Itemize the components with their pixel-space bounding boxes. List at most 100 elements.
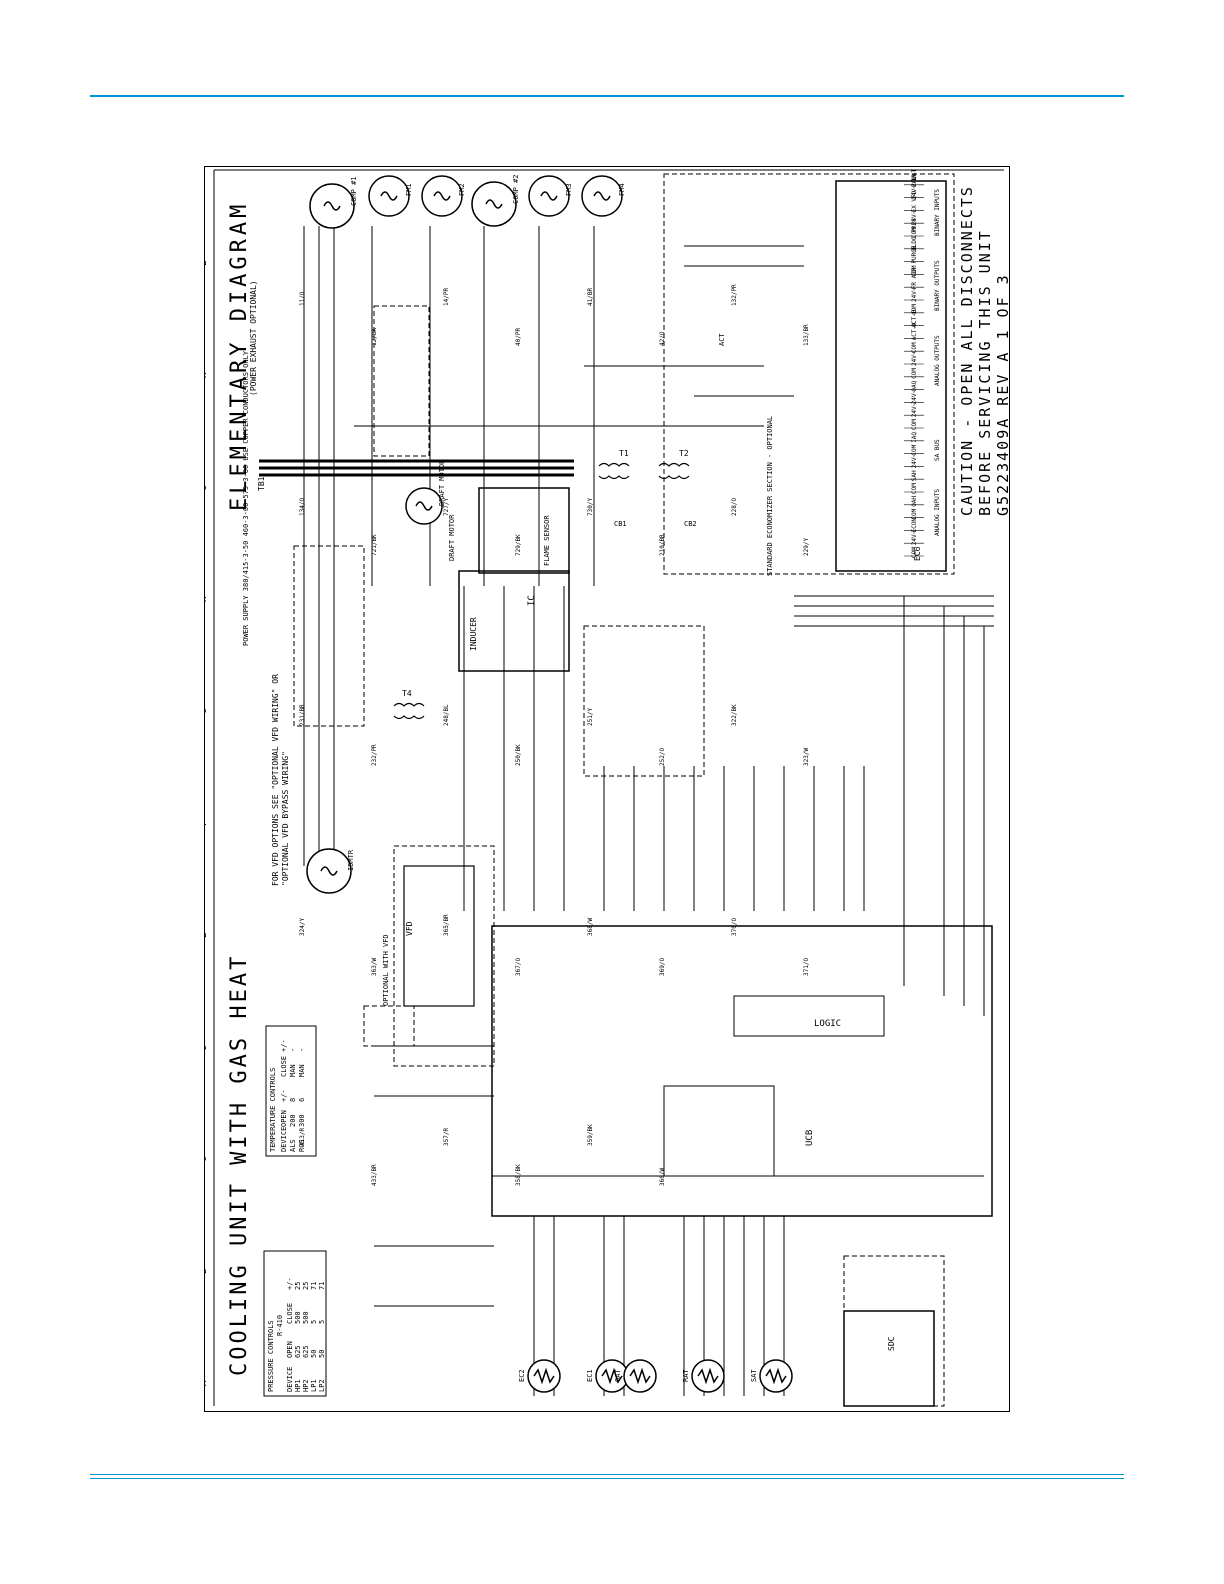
wire-label: 322/BK (731, 704, 738, 726)
temperature-controls-cell: ALS (289, 1139, 297, 1152)
draft-motor-label: DRAFT MOTOR (448, 514, 456, 561)
wire-label: 729/BK (515, 534, 522, 556)
fm4-motor: FM4 (581, 175, 626, 217)
ec6-terminal: COM (911, 342, 918, 353)
pressure-controls-cell: 71 (318, 1282, 326, 1290)
grid-letter: D (204, 1045, 209, 1050)
ec6-terminal: COM (911, 419, 918, 430)
wire-label: 228/O (731, 498, 738, 516)
wire-label: 324/Y (299, 918, 306, 936)
inducer-board (458, 570, 570, 672)
diagram-title: ELEMENTARY DIAGRAM (227, 201, 252, 511)
ec6-group-label: ANALOG INPUTS (934, 489, 941, 536)
temperature-controls-title: TEMPERATURE CONTROLS (269, 1068, 277, 1152)
ic-label: IC (527, 595, 537, 606)
flame-sensor-label: FLAME SENSOR (543, 515, 551, 566)
ec6-terminal: OAQ (911, 380, 918, 391)
temperature-controls-cell: - (289, 1048, 297, 1052)
ec6-terminal: PURGE (911, 245, 918, 263)
caution-line-1: CAUTION - OPEN ALL DISCONNECTS (958, 185, 976, 516)
power-exhaust-note: (POWER EXHAUST OPTIONAL) (249, 280, 258, 396)
wire-label: 229/Y (803, 538, 810, 556)
header-rule (90, 95, 1124, 97)
ec6-group-label: BINARY INPUTS (934, 189, 941, 236)
wire-label: 433/BR (371, 1164, 378, 1186)
ec6-terminal: 24V~ IN (911, 174, 918, 200)
svg-text:COMP #1: COMP #1 (350, 176, 358, 206)
pressure-controls-cell: CLOSE (286, 1303, 294, 1324)
temperature-controls-cell: DEVICE (280, 1127, 288, 1152)
temperature-controls-table: TEMPERATURE CONTROLS DEVICEOPEN+/-CLOSE+… (265, 1025, 317, 1157)
cb2-label: CB2 (684, 520, 697, 528)
svg-text:EC1: EC1 (586, 1369, 594, 1382)
svg-text:OAT: OAT (614, 1369, 622, 1382)
svg-text:EC2: EC2 (518, 1369, 526, 1382)
logic-block (733, 995, 885, 1037)
wire-label: 42/O (659, 331, 666, 346)
ec6-terminal: COM (911, 508, 918, 519)
ec6-terminal: EX VFD FAULT (911, 169, 918, 213)
diagram-frame (204, 166, 1010, 1412)
temperature-controls-cell: 8 (289, 1098, 297, 1102)
grid-letter: L (204, 261, 209, 266)
grid-letter: G (204, 709, 209, 714)
svg-text:IDMTR: IDMTR (347, 849, 355, 871)
pressure-controls-cell: 5 (318, 1320, 326, 1324)
pressure-controls-refrigerant: R-410 (276, 1315, 284, 1336)
svg-text:FM4: FM4 (618, 183, 626, 196)
ec6-terminal: ACT-B (911, 309, 918, 327)
pressure-controls-cell: 500 (302, 1311, 310, 1324)
temperature-controls-cell: 200 (289, 1114, 297, 1127)
drawing-number: G5223409A REV A 1 OF 3 (994, 273, 1010, 516)
temperature-controls-cell: ROS (298, 1139, 306, 1152)
pressure-controls-cell: 25 (294, 1282, 302, 1290)
wire-label: 41/BR (587, 288, 594, 306)
fm1-motor: FM1 (368, 175, 413, 217)
vfd-note-2: "OPTIONAL VFD BYPASS WIRING" (281, 751, 290, 886)
temperature-controls-cell: 300 (298, 1114, 306, 1127)
sensor-sat: SAT (750, 1359, 793, 1393)
wire-label: 721/BK (371, 534, 378, 556)
temperature-controls-cell: +/- (280, 1089, 288, 1102)
wire-label: 371/O (803, 958, 810, 976)
fm3-motor: FM3 (528, 175, 573, 217)
temperature-controls-cell: - (298, 1048, 306, 1052)
ec6-terminal: 24V~ (911, 351, 918, 366)
ec6-terminal: COM (911, 265, 918, 276)
svg-text:FM2: FM2 (458, 183, 466, 196)
power-supply-note: POWER SUPPLY 380/415-3-50 460-3-60 575-3… (242, 350, 250, 646)
ec6-group-label: BINARY OUTPUTS (934, 260, 941, 311)
ec6-terminal: ECON (911, 518, 918, 533)
ec6-terminal: 24V~ (911, 390, 918, 405)
pressure-controls-cell: LP2 (318, 1379, 326, 1392)
inducer-label: INDUCER (469, 617, 478, 651)
ec6-board (835, 180, 947, 572)
economizer-section-label: STANDARD ECONOMIZER SECTION - OPTIONAL (766, 416, 774, 576)
wire-label: 134/O (299, 498, 306, 516)
ec6-terminal: 24V~ (911, 210, 918, 225)
pressure-controls-cell: 50 (318, 1350, 326, 1358)
ec6-terminal: 24V~ (911, 402, 918, 417)
wire-label: 210/BR (659, 534, 666, 556)
wire-label: 251/Y (587, 708, 594, 726)
svg-text:COMP #2: COMP #2 (512, 174, 520, 204)
pressure-controls-cell: 5 (310, 1320, 318, 1324)
pressure-controls-title: PRESSURE CONTROLS (267, 1320, 275, 1392)
ec6-terminal: BLDG PRES (911, 218, 918, 251)
t1-label: T1 (619, 449, 629, 458)
wire-label: 133/BR (803, 324, 810, 346)
wire-label: 368/W (587, 918, 594, 936)
grid-letter: J (204, 485, 209, 490)
ec6-terminal: OAH (911, 496, 918, 507)
vfd-note-1: FOR VFD OPTIONS SEE "OPTIONAL VFD WIRING… (271, 674, 280, 886)
vfd-optional-label: OPTIONAL WITH VFD (382, 934, 390, 1006)
diagram-subtitle: COOLING UNIT WITH GAS HEAT (227, 954, 252, 1376)
wire-label: 323/W (803, 748, 810, 766)
wire-label: 369/O (659, 958, 666, 976)
pressure-controls-cell: LP1 (310, 1379, 318, 1392)
flame-sensor-box (478, 487, 570, 574)
wire-label: 232/PR (371, 744, 378, 766)
tb1-label: TB1 (257, 476, 266, 491)
ec6-terminal: COM (911, 547, 918, 558)
ucb-board (491, 925, 993, 1217)
